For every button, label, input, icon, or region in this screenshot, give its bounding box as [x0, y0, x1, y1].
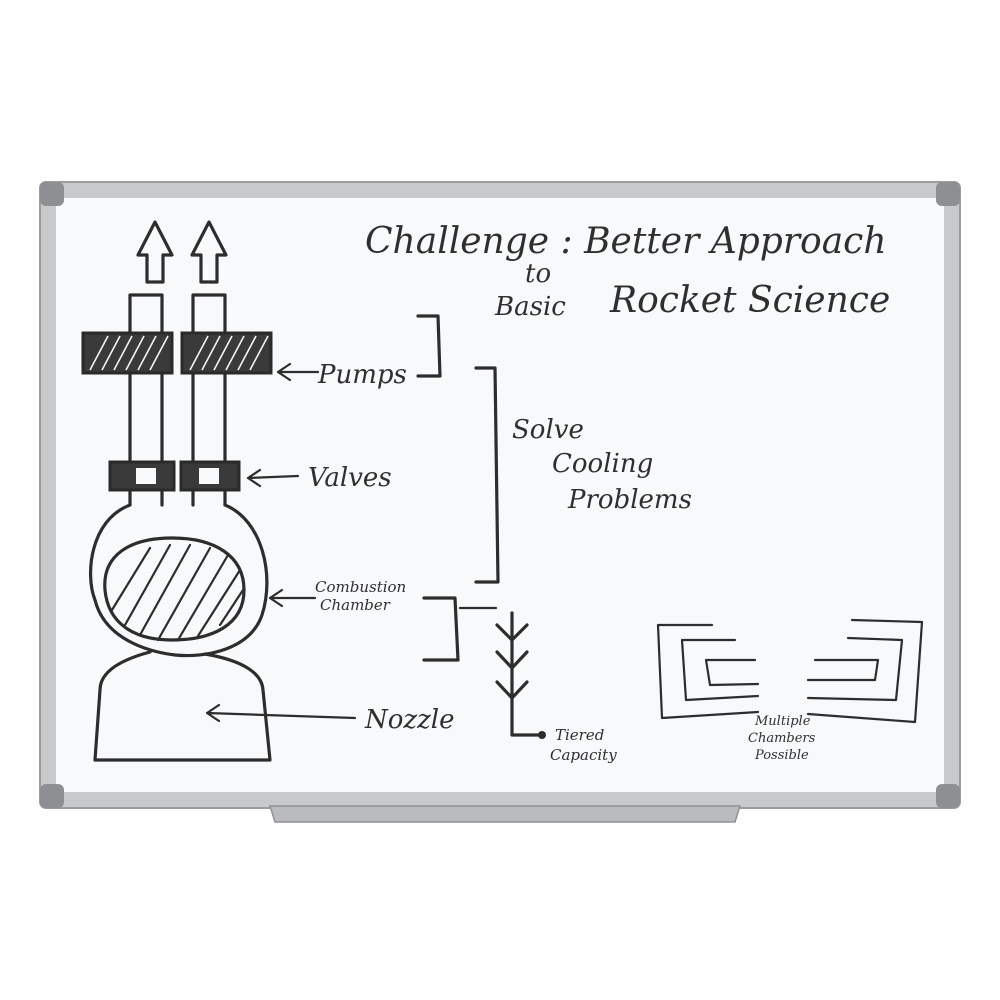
combustion-bracket — [422, 596, 460, 662]
valve-gaps — [136, 468, 219, 484]
pumps-arrow-icon — [276, 362, 320, 382]
tiered-capacity-tree — [495, 611, 542, 737]
tiered-label-1: Tiered — [555, 726, 604, 744]
frame-corner-br — [936, 784, 960, 808]
valves-arrow-icon — [246, 468, 300, 488]
pumps-bracket — [416, 314, 442, 378]
chamber-shape-left — [656, 623, 760, 720]
nozzle-label: Nozzle — [364, 705, 455, 735]
title-line2-prefix: to — [525, 259, 551, 289]
combustion-arrow-icon — [268, 588, 317, 608]
whiteboard-surface — [56, 198, 944, 792]
solve-label-1: Solve — [512, 415, 584, 445]
combustion-hatching — [110, 543, 245, 642]
up-arrow-right-icon — [190, 220, 228, 284]
frame-corner-bl — [40, 784, 64, 808]
multiple-label-2: Chambers — [748, 731, 816, 746]
frame-corner-tr — [936, 182, 960, 206]
title-line2-rocket: Rocket Science — [609, 280, 890, 321]
nozzle-arrow-icon — [205, 703, 357, 723]
nozzle-outline — [93, 650, 272, 762]
pump-right — [180, 331, 273, 375]
pumps-label: Pumps — [317, 360, 407, 390]
pump-hatching — [89, 335, 269, 371]
combustion-label-2: Chamber — [320, 596, 391, 614]
solve-label-2: Cooling — [552, 449, 653, 479]
title-line1: Challenge : Better Approach — [365, 221, 887, 262]
multiple-label-1: Multiple — [754, 714, 811, 729]
combustion-label-1: Combustion — [315, 578, 406, 596]
frame-corner-tl — [40, 182, 64, 206]
title-line2-basic: Basic — [494, 292, 566, 322]
multiple-label-3: Possible — [754, 748, 809, 763]
valves-label: Valves — [308, 463, 392, 493]
solve-label-3: Problems — [567, 485, 692, 515]
chamber-shape-right — [806, 618, 924, 724]
combustion-chamber-outline — [89, 503, 269, 658]
tiered-label-2: Capacity — [550, 746, 617, 764]
marker-tray — [268, 805, 742, 823]
tiered-capacity-dot — [538, 731, 546, 739]
solve-bracket — [474, 366, 500, 584]
up-arrow-left-icon — [136, 220, 174, 284]
